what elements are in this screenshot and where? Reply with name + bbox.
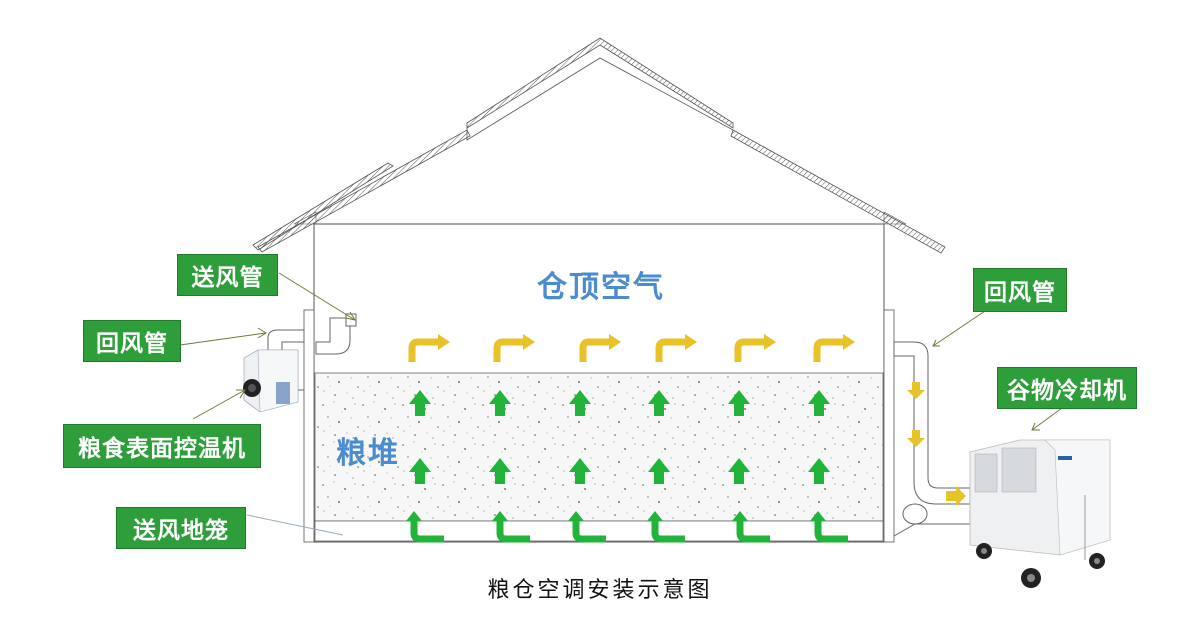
label-surface-temp-unit: 粮食表面控温机 (63, 424, 261, 468)
label-return-duct-left: 回风管 (83, 320, 181, 362)
grain-pile-area (314, 372, 884, 522)
grain-cooler-unit (969, 439, 1111, 588)
callout-lines (179, 272, 1063, 536)
roof (252, 37, 946, 254)
label-return-duct-right: 回风管 (973, 268, 1067, 312)
roof-air-label: 仓顶空气 (537, 270, 665, 305)
label-grain-cooler: 谷物冷却机 (997, 367, 1137, 409)
right-ducts (893, 341, 971, 537)
label-supply-duct-left: 送风管 (177, 254, 278, 296)
return-flow-arrows (907, 382, 966, 506)
label-floor-supply-cage: 送风地笼 (116, 507, 246, 549)
grain-pile-label: 粮堆 (336, 436, 400, 471)
surface-temp-unit (243, 349, 299, 413)
diagram-caption: 粮仓空调安装示意图 (487, 578, 713, 603)
left-ducts (267, 313, 357, 391)
